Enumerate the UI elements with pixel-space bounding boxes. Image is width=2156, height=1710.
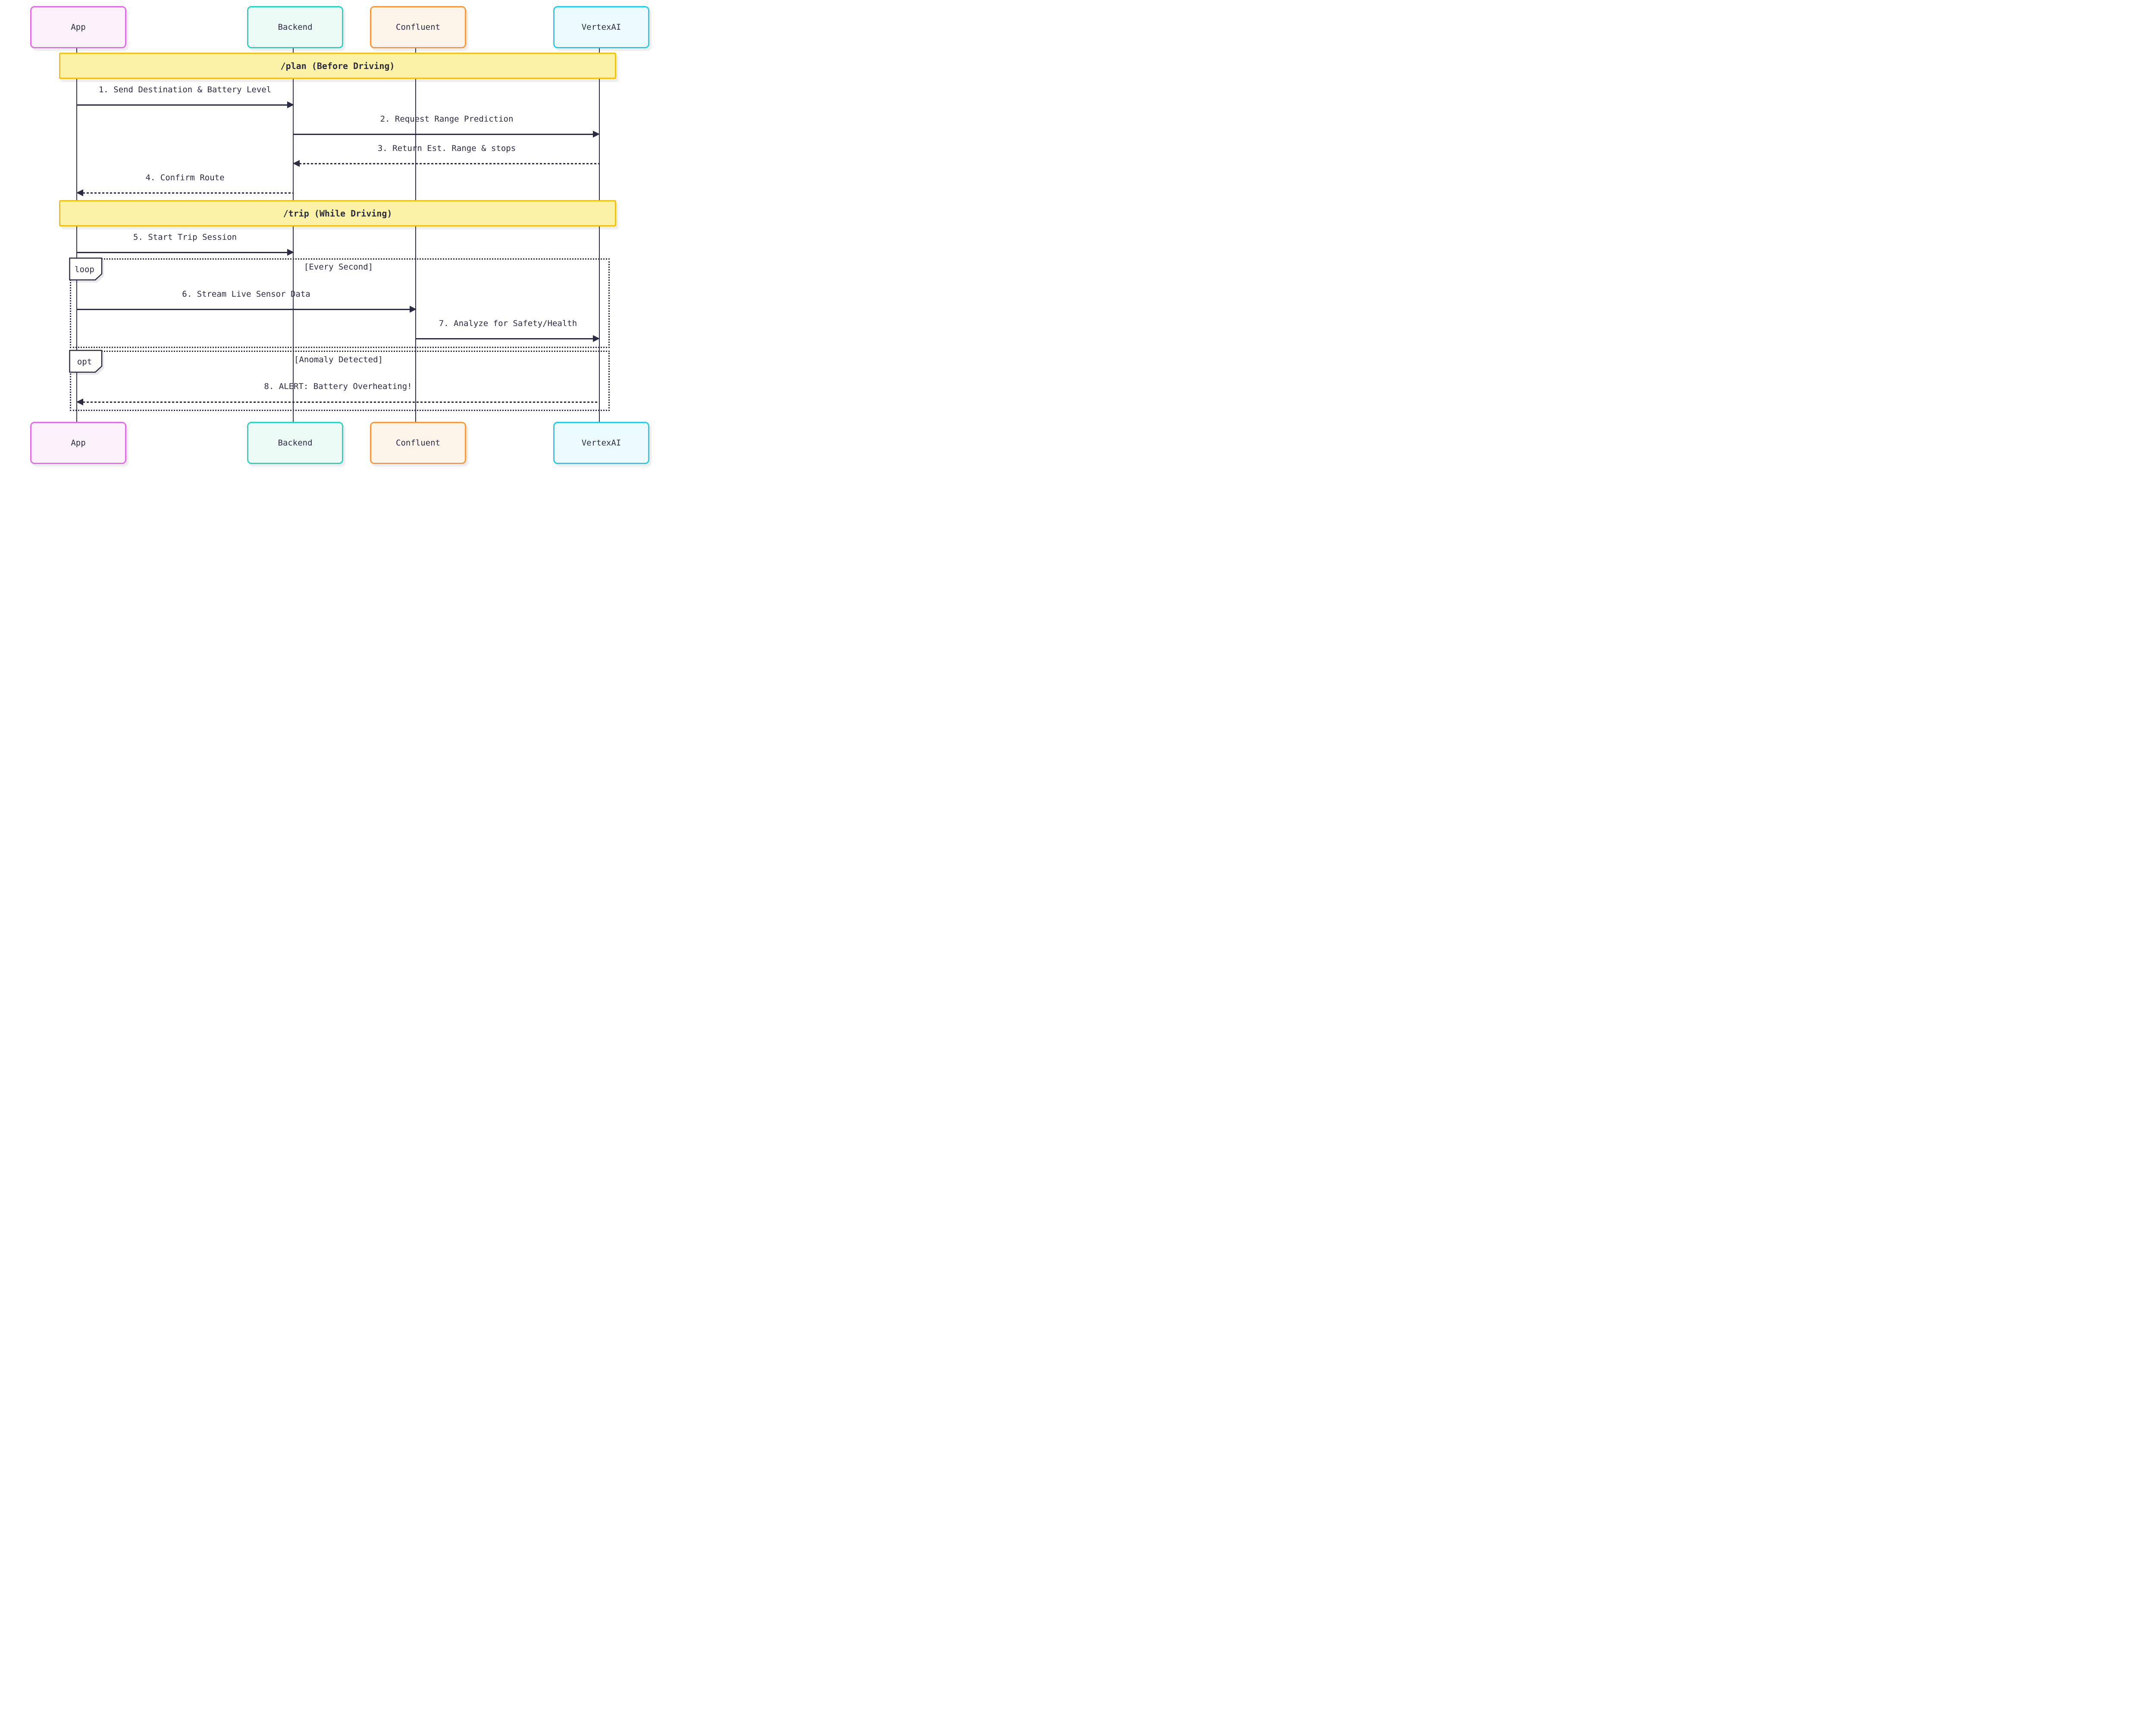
message-label-5: 5. Start Trip Session xyxy=(133,232,237,242)
lifeline-vertexai xyxy=(599,46,600,422)
arrow-line xyxy=(83,402,599,403)
actor-label: VertexAI xyxy=(581,22,621,32)
arrow-line xyxy=(83,192,294,194)
actor-app-bottom: App xyxy=(30,422,126,464)
sequence-diagram: loop [Every Second] opt [Anomaly Detecte… xyxy=(0,0,667,480)
lifeline-app xyxy=(76,46,77,422)
arrowhead-right-icon xyxy=(593,335,600,342)
message-label-4: 4. Confirm Route xyxy=(145,173,225,182)
message-arrow-3 xyxy=(293,160,599,167)
opt-label-text: opt xyxy=(77,357,92,367)
opt-guard: [Anomaly Detected] xyxy=(294,355,383,364)
arrow-line xyxy=(77,309,410,310)
actor-backend-bottom: Backend xyxy=(247,422,343,464)
actor-vertexai-bottom: VertexAI xyxy=(553,422,649,464)
message-arrow-1 xyxy=(77,101,294,108)
actor-label: Confluent xyxy=(396,438,440,448)
opt-fragment xyxy=(70,351,610,411)
actor-label: Backend xyxy=(278,438,313,448)
loop-label: loop xyxy=(69,257,103,281)
actor-vertexai-top: VertexAI xyxy=(553,6,649,48)
arrow-line xyxy=(299,163,599,164)
actor-backend-top: Backend xyxy=(247,6,343,48)
message-arrow-5 xyxy=(77,249,294,256)
arrowhead-left-icon xyxy=(76,189,83,196)
actor-label: Backend xyxy=(278,22,313,32)
loop-label-text: loop xyxy=(75,265,94,274)
actor-confluent-top: Confluent xyxy=(370,6,466,48)
message-arrow-8 xyxy=(76,398,599,405)
arrowhead-right-icon xyxy=(593,131,600,138)
actor-label: VertexAI xyxy=(581,438,621,448)
loop-label-shape xyxy=(69,257,103,281)
section-banner-plan: /plan (Before Driving) xyxy=(59,53,616,79)
loop-guard: [Every Second] xyxy=(304,262,373,272)
section-banner-plan-label: /plan (Before Driving) xyxy=(280,60,395,71)
actor-confluent-bottom: Confluent xyxy=(370,422,466,464)
arrow-line xyxy=(293,134,593,135)
message-arrow-4 xyxy=(76,189,294,196)
section-banner-trip: /trip (While Driving) xyxy=(59,200,616,226)
actor-app-top: App xyxy=(30,6,126,48)
message-label-7: 7. Analyze for Safety/Health xyxy=(439,319,577,328)
arrowhead-right-icon xyxy=(287,249,294,256)
section-banner-trip-label: /trip (While Driving) xyxy=(283,208,392,219)
message-arrow-2 xyxy=(293,131,600,138)
message-label-2: 2. Request Range Prediction xyxy=(380,114,514,124)
arrowhead-left-icon xyxy=(293,160,300,167)
opt-label: opt xyxy=(69,350,103,373)
arrow-line xyxy=(77,104,288,106)
arrow-line xyxy=(416,338,593,339)
message-label-3: 3. Return Est. Range & stops xyxy=(377,144,516,153)
loop-fragment xyxy=(70,258,610,348)
actor-label: App xyxy=(71,438,86,448)
arrowhead-right-icon xyxy=(287,101,294,108)
arrowhead-right-icon xyxy=(410,306,417,313)
message-arrow-6 xyxy=(77,306,417,313)
arrowhead-left-icon xyxy=(76,398,83,405)
message-arrow-7 xyxy=(416,335,600,342)
arrow-line xyxy=(77,252,288,253)
opt-label-shape xyxy=(69,350,103,373)
actor-label: Confluent xyxy=(396,22,440,32)
actor-label: App xyxy=(71,22,86,32)
message-label-1: 1. Send Destination & Battery Level xyxy=(98,85,272,94)
lifeline-confluent xyxy=(415,46,416,422)
message-label-8: 8. ALERT: Battery Overheating! xyxy=(264,382,412,391)
message-label-6: 6. Stream Live Sensor Data xyxy=(182,289,310,299)
lifeline-backend xyxy=(293,46,294,422)
